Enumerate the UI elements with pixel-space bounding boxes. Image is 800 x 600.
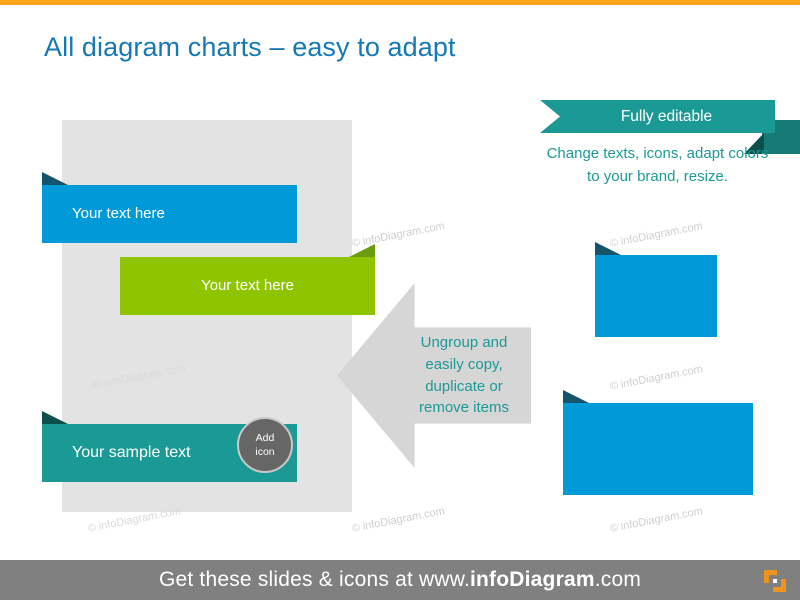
footer-bar: Get these slides & icons at www.infoDiag…	[0, 560, 800, 600]
top-accent-bar	[0, 0, 800, 5]
content-box-green[interactable]: Your text here	[120, 244, 375, 315]
watermark: © infoDiagram.com	[350, 220, 446, 250]
fold-corner-icon	[349, 244, 375, 257]
content-box-label: Your text here	[201, 277, 294, 294]
ribbon-label: Fully editable	[620, 107, 713, 125]
add-icon-placeholder[interactable]: Add icon	[237, 417, 293, 473]
sample-box-blue-3[interactable]	[563, 390, 753, 495]
content-box-label: Your text here	[72, 205, 165, 222]
watermark: © infoDiagram.com	[608, 505, 704, 535]
sample-box-blue-2[interactable]	[595, 242, 717, 337]
add-icon-label-line2: icon	[255, 446, 275, 458]
add-icon-label-line1: Add	[255, 431, 275, 444]
right-description-text: Change texts, icons, adapt colors to you…	[546, 145, 769, 185]
infodiagram-logo-icon	[764, 570, 786, 592]
footer-suffix: .com	[594, 568, 642, 591]
fold-corner-icon	[595, 242, 621, 255]
watermark: © infoDiagram.com	[608, 220, 704, 250]
fully-editable-ribbon[interactable]: Fully editable	[540, 100, 775, 133]
footer-prefix: Get these slides & icons at www.	[158, 568, 470, 591]
content-box-label: Your sample text	[72, 444, 191, 462]
content-box-teal[interactable]: Your sample text Add icon	[42, 411, 297, 482]
watermark: © infoDiagram.com	[608, 363, 704, 393]
fold-corner-icon	[563, 390, 589, 403]
footer-text[interactable]: Get these slides & icons at www.infoDiag…	[159, 568, 641, 592]
content-box-blue-1[interactable]: Your text here	[42, 172, 297, 243]
arrow-text: Ungroup and easily copy, duplicate or re…	[418, 334, 510, 417]
page-title: All diagram charts – easy to adapt	[44, 32, 456, 62]
watermark: © infoDiagram.com	[350, 505, 446, 535]
footer-brand: infoDiagram	[470, 568, 595, 591]
